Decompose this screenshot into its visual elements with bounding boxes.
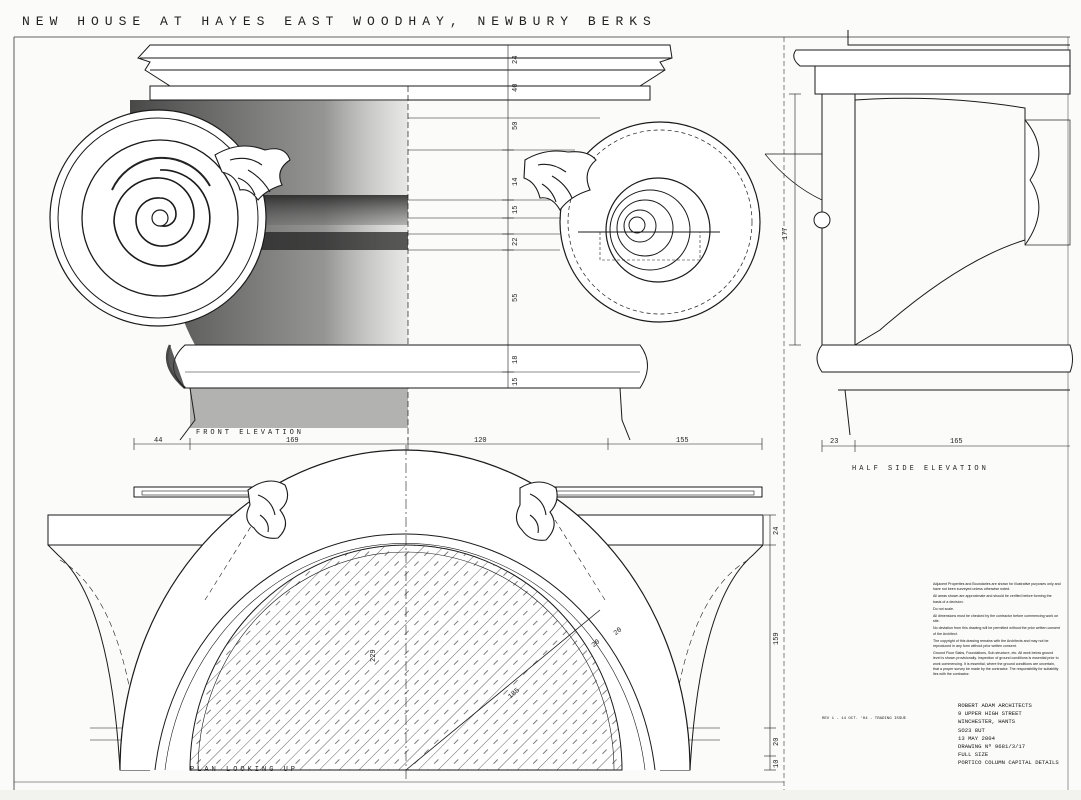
dim-front-2: 169 <box>286 437 299 445</box>
drawing-number: DRAWING Nº 9681/3/17 <box>958 743 1026 751</box>
firm-name: ROBERT ADAM ARCHITECTS <box>958 702 1032 709</box>
dim-stack-7: 18 <box>512 355 520 364</box>
front-elevation <box>49 44 763 450</box>
front-elevation-label: FRONT ELEVATION <box>196 429 305 437</box>
note-item: Adjacent Properties and Boundaries are s… <box>933 582 1061 592</box>
title-block: ROBERT ADAM ARCHITECTS 9 UPPER HIGH STRE… <box>958 702 1059 768</box>
note-item: All areas shown are approximate and shou… <box>933 594 1052 604</box>
dim-stack-4: 14 <box>512 177 520 186</box>
dim-plan-height: 229 <box>370 649 378 662</box>
drawing-scale: FULL SIZE <box>958 751 989 759</box>
note-item: No deviation from this drawing will be p… <box>933 626 1061 636</box>
dim-plan-right-1: 24 <box>773 526 781 535</box>
dim-stack-8: 15 <box>512 377 520 386</box>
revision-note: REV 1 - 14 OCT. '04 - TRADING ISSUE <box>822 717 907 721</box>
side-elevation-label: HALF SIDE ELEVATION <box>852 465 989 473</box>
dim-front-3: 120 <box>474 437 487 445</box>
drawing-title: NEW HOUSE AT HAYES EAST WOODHAY, NEWBURY… <box>22 14 657 29</box>
note-item: Do not scale. <box>933 606 954 611</box>
dim-side-height: 177 <box>782 227 790 240</box>
address-line: 9 UPPER HIGH STREET <box>958 710 1022 718</box>
acanthus-leaf-right <box>523 150 597 212</box>
dim-side-1: 23 <box>830 438 839 446</box>
dim-side-2: 165 <box>950 438 963 446</box>
dim-stack-6: 22 <box>512 237 520 246</box>
dim-plan-right-4: 10 <box>773 759 781 768</box>
address-line: WINCHESTER, HANTS <box>958 718 1016 726</box>
dim-front-1: 44 <box>154 437 163 445</box>
plan-leaf-left <box>246 480 289 539</box>
half-side-elevation <box>764 30 1073 452</box>
dim-stack-3: 50 <box>512 121 520 130</box>
dim-stack-1: 24 <box>512 55 520 64</box>
dim-stack-2: 40 <box>512 83 520 92</box>
address-line: SO23 8UT <box>958 726 985 734</box>
acanthus-leaf-left <box>214 145 291 201</box>
note-item: Ground Floor Slabs, Foundations, Sub-str… <box>933 651 1059 677</box>
dim-stack-5: 15 <box>512 205 520 214</box>
dim-plan-right-3: 20 <box>773 737 781 746</box>
dim-plan-right-2: 159 <box>773 632 781 645</box>
sheet-border <box>13 36 1070 790</box>
note-item: All dimensions must be checked by the co… <box>933 614 1059 624</box>
note-item: The copyright of this drawing remains wi… <box>933 638 1049 649</box>
dim-front-4: 155 <box>676 437 689 445</box>
plan-leaf-right <box>515 481 558 541</box>
drawing-date: 13 MAY 2004 <box>958 734 995 742</box>
dim-stack-main: 55 <box>512 293 520 302</box>
general-notes: Adjacent Properties and Boundaries are s… <box>933 582 1061 679</box>
drawing-subject: PORTICO COLUMN CAPITAL DETAILS <box>958 759 1059 767</box>
plan-looking-up <box>47 445 776 782</box>
plan-label: PLAN LOOKING UP <box>190 766 299 774</box>
